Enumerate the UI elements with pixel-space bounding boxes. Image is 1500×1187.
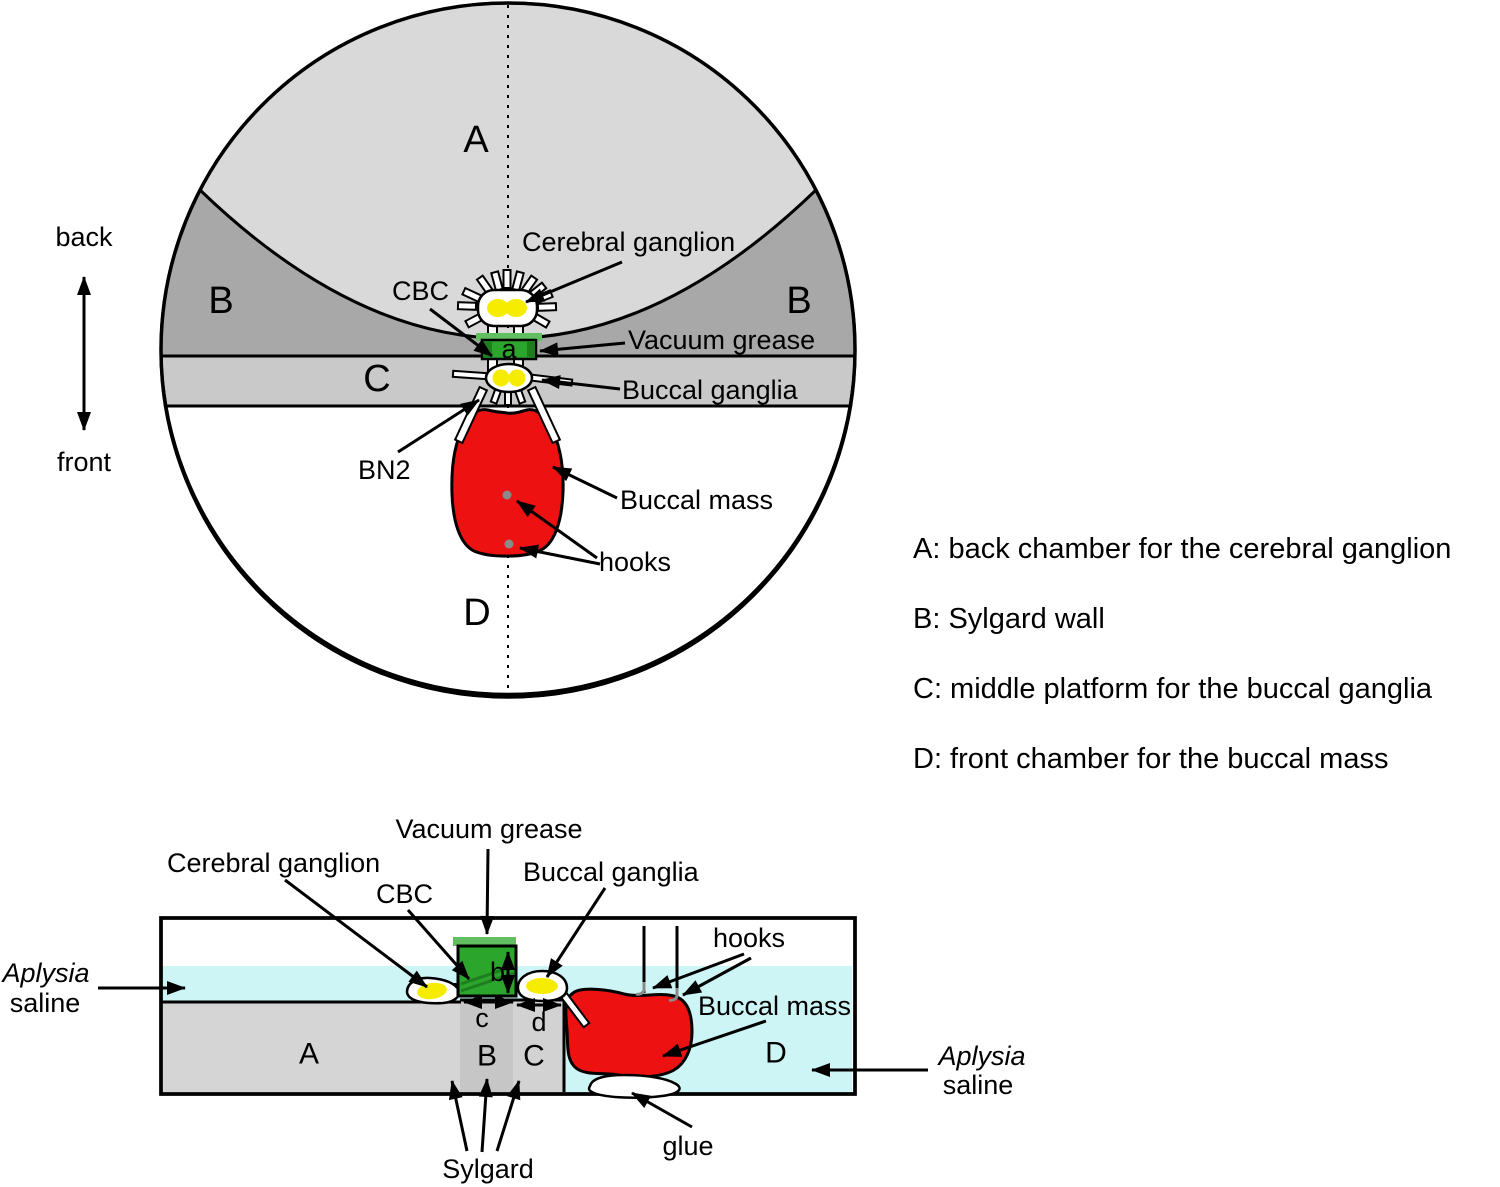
buccal-ganglia-label-top: Buccal ganglia — [622, 375, 799, 405]
grease-cap-side — [453, 937, 516, 946]
legend-item-d: D: front chamber for the buccal mass — [913, 743, 1388, 775]
grease-cap-top — [476, 333, 542, 341]
cerebral-ganglion-label-side: Cerebral ganglion — [167, 848, 380, 878]
aplysia-saline-left-line2: saline — [10, 988, 81, 1018]
region-b-left-label-top: B — [208, 280, 233, 322]
aplysia-saline-left-line1: Aplysia — [0, 958, 89, 988]
region-a-label-side: A — [299, 1038, 319, 1071]
buccal-ganglion-yellow-left — [492, 369, 510, 387]
top-view-label-arrows — [397, 260, 626, 566]
platform-column — [513, 1000, 564, 1092]
hook-tip-right — [668, 988, 679, 1002]
cerebral-ganglion-yellow-right — [505, 299, 527, 317]
buccal-mass-label-top: Buccal mass — [620, 485, 773, 515]
region-b-right-label-top: B — [786, 280, 811, 322]
region-c-label-top: C — [363, 358, 390, 400]
sylgard-wall-column — [460, 1000, 513, 1092]
glue-blob — [587, 1073, 681, 1099]
vacuum-grease-label-side: Vacuum grease — [395, 814, 582, 844]
grease-dark-strip-right — [527, 341, 535, 358]
gap-a-label: a — [501, 334, 517, 364]
bn2-nerve-right — [526, 385, 562, 445]
hooks-label-side: hooks — [713, 923, 785, 953]
glue-label: glue — [662, 1131, 713, 1161]
top-view-diagram: back front A B B C D Cerebral ganglion C… — [55, 1, 857, 699]
dish-outline-stroke — [159, 1, 857, 699]
region-b-label-side: B — [477, 1040, 497, 1073]
dim-c-label: c — [475, 1003, 489, 1033]
legend-item-a: A: back chamber for the cerebral ganglio… — [913, 533, 1451, 565]
cerebral-ganglion-label-top: Cerebral ganglion — [522, 227, 735, 257]
region-c-label-side: C — [523, 1040, 545, 1073]
cbc-label-top: CBC — [392, 276, 449, 306]
cerebral-ganglion-yellow-left — [487, 299, 509, 317]
region-a-label-top: A — [463, 119, 489, 161]
aplysia-saline-right-line2: saline — [943, 1070, 1014, 1100]
back-chamber-floor — [163, 1002, 460, 1092]
cbc-label-side: CBC — [376, 879, 433, 909]
region-d-label-side: D — [765, 1037, 787, 1070]
side-view-diagram: Vacuum grease Cerebral ganglion CBC Bucc… — [0, 814, 1025, 1184]
aplysia-saline-right-line1: Aplysia — [936, 1041, 1025, 1071]
legend-item-c: C: middle platform for the buccal gangli… — [913, 673, 1433, 705]
buccal-ganglia-label-side: Buccal ganglia — [523, 857, 700, 887]
vacuum-grease-label-top: Vacuum grease — [628, 325, 815, 355]
legend-item-b: B: Sylgard wall — [913, 603, 1105, 635]
orientation-back-label: back — [55, 222, 113, 252]
buccal-ganglion-yellow-right — [508, 369, 526, 387]
buccal-mass-side — [564, 987, 694, 1079]
dim-b-label: b — [490, 957, 505, 987]
buccal-mass-top — [450, 408, 565, 558]
region-d-label-top: D — [463, 592, 490, 634]
buccal-mass-label-side: Buccal mass — [698, 991, 851, 1021]
hook-tip-left — [635, 982, 646, 996]
hooks-label-top: hooks — [599, 547, 671, 577]
side-view-label-arrows — [98, 848, 928, 1153]
sylgard-label: Sylgard — [442, 1154, 534, 1184]
legend: A: back chamber for the cerebral ganglio… — [913, 533, 1451, 775]
hook-point-upper — [502, 490, 512, 500]
bn2-label: BN2 — [358, 455, 411, 485]
hook-point-lower — [504, 539, 514, 549]
dim-d-label: d — [531, 1007, 546, 1037]
orientation-front-label: front — [57, 447, 112, 477]
buccal-ganglia-yellow-side — [526, 978, 558, 994]
